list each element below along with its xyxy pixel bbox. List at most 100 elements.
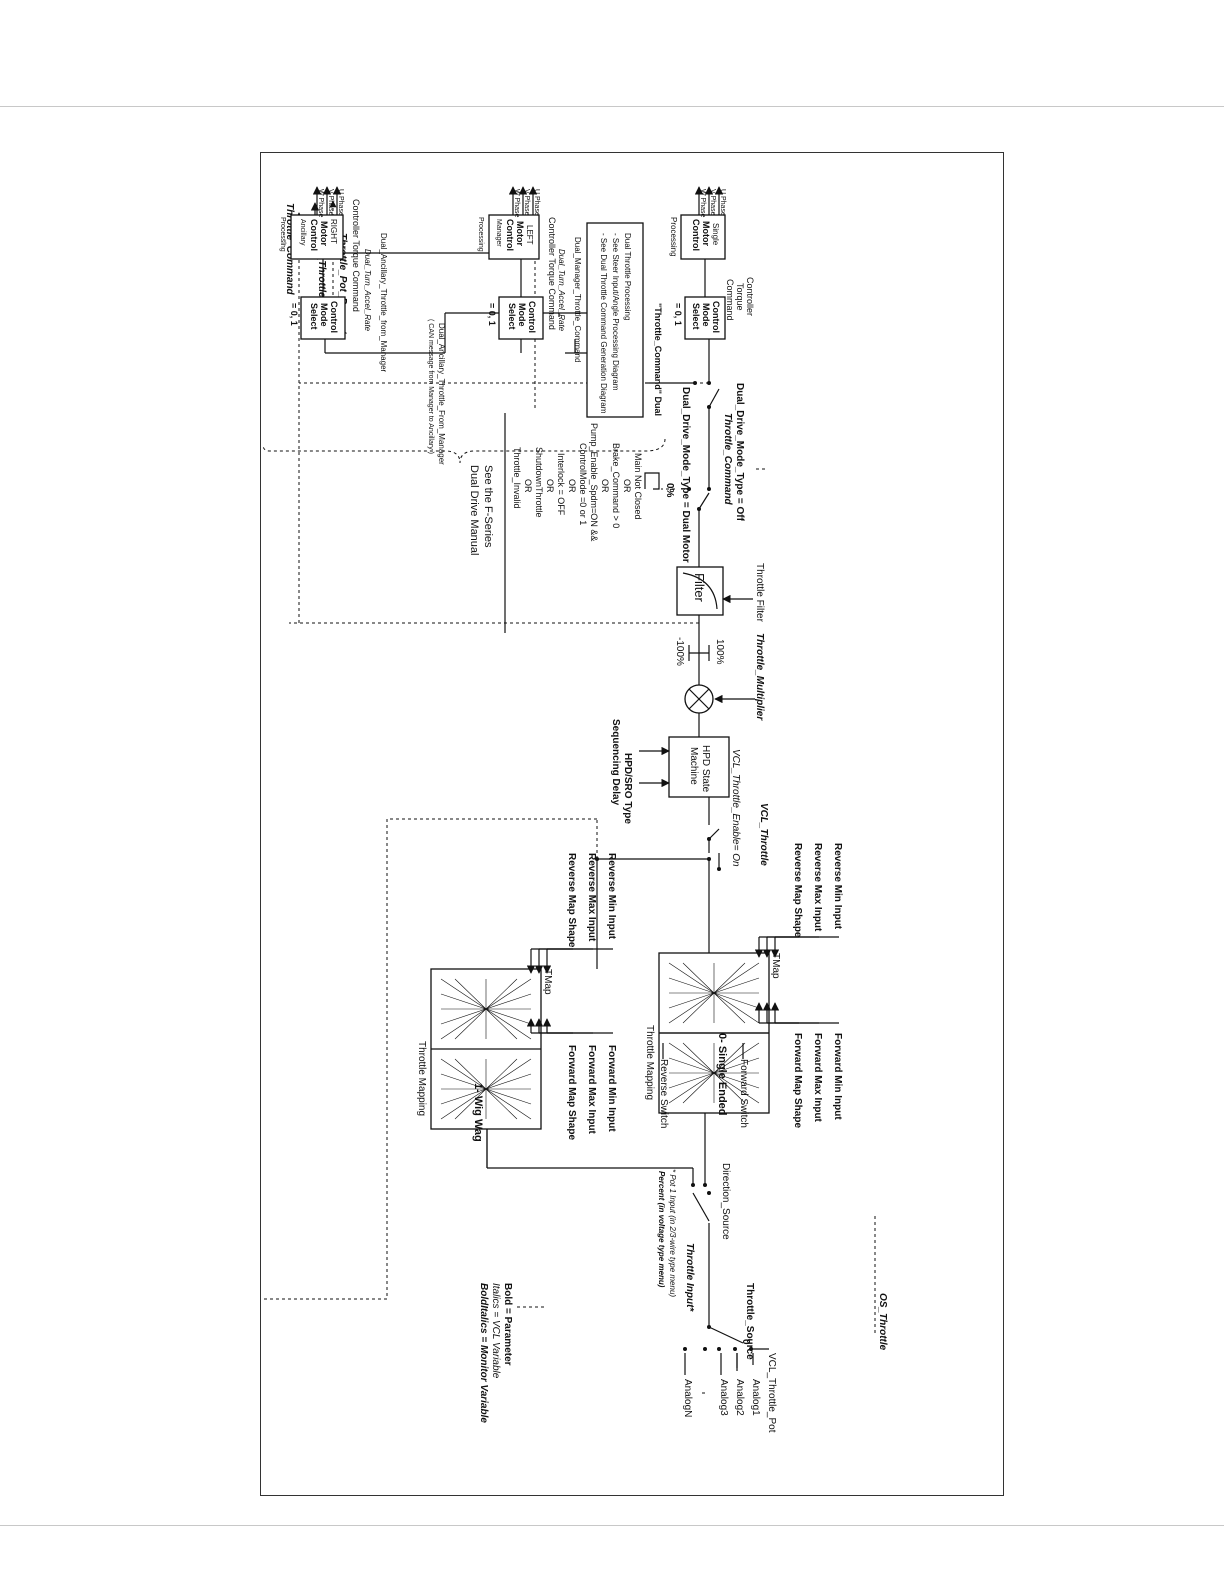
analogn-label: AnalogN bbox=[682, 1379, 693, 1417]
cms3-b: Mode bbox=[319, 303, 329, 327]
throttle-mapping-label-2: Throttle Mapping bbox=[416, 1041, 427, 1116]
fwd-shape-2-label: Forward Map Shape bbox=[566, 1045, 577, 1140]
fseries-brace: See the F-Series Dual Drive Manual bbox=[262, 438, 666, 555]
fwd-max-2-label: Forward Max Input bbox=[586, 1045, 597, 1135]
dual-throttle-box bbox=[586, 222, 644, 418]
rev-shape-1-label: Reverse Map Shape bbox=[792, 843, 803, 938]
cond-invalid: Throttle_Invalid bbox=[512, 447, 522, 509]
filter-label: Filter bbox=[692, 573, 707, 603]
left-e: Processing bbox=[477, 217, 484, 252]
throttle-input-label: Throttle Input* bbox=[684, 1243, 695, 1312]
fwd-min-1-label: Forward Min Input bbox=[832, 1033, 843, 1120]
cond-or4: OR bbox=[545, 479, 555, 493]
throttle-mapping-label-1: Throttle Mapping bbox=[644, 1025, 655, 1100]
cond-ctrl: ControlMode =0 or 1 bbox=[578, 443, 588, 525]
vcl-throttle-enable-label: VCL_Throttle_Enable= On bbox=[730, 749, 741, 867]
smc-c: Control bbox=[691, 219, 701, 251]
reverse-switch-label: Reverse Switch bbox=[658, 1059, 669, 1128]
cms2-a: Control bbox=[527, 301, 537, 333]
left-d: Manager bbox=[495, 219, 502, 247]
dtp-1: Dual Throttle Processing bbox=[623, 233, 632, 320]
dual-turn-accel-1: Dual_Turn_Accel_Rate bbox=[557, 249, 566, 332]
fwd-max-1-label: Forward Max Input bbox=[812, 1033, 823, 1123]
dual-mode-off-label: Dual_Drive_Mode_Type = Off bbox=[734, 383, 745, 522]
os-throttle-out-label: OS_Throttle bbox=[877, 1293, 888, 1351]
rev-shape-2-label: Reverse Map Shape bbox=[566, 853, 577, 948]
cms3-a: Control bbox=[329, 301, 339, 333]
left-motor-path: Dual_Manager_Throttle_Command Dual_Turn_… bbox=[477, 186, 582, 362]
v-phase-3: V Phase bbox=[327, 189, 334, 216]
zero-pct-label: 0% bbox=[664, 483, 675, 498]
fwd-min-2-label: Forward Min Input bbox=[606, 1045, 617, 1132]
hpd-state-machine: HPD State Machine HPD/SRO Type Sequencin… bbox=[610, 713, 730, 825]
dtp-3: - See Dual Throttle Command Generation D… bbox=[599, 233, 608, 414]
ctq2-label: Torque bbox=[735, 283, 745, 311]
can-msg-label: ( CAN message from Manager to Ancillary … bbox=[427, 319, 434, 454]
throttle-mapping-wig-wag: TMap Throttle Mapping 1- Wig Wag Forward… bbox=[416, 853, 617, 1168]
ctq1-label: Controller bbox=[745, 277, 755, 316]
throttle-filter-label: Throttle Filter bbox=[754, 563, 765, 623]
legend-italic: Italics = VCL Variable bbox=[490, 1283, 501, 1379]
dtp-2: - See Steer Input/Angle Processing Diagr… bbox=[611, 233, 620, 391]
cond-pump: Pump_Enable_Spdm=ON && bbox=[589, 423, 599, 541]
w-phase-3: W Phase bbox=[317, 189, 324, 218]
cms1-a: Control bbox=[711, 301, 721, 333]
throttle-command-mid-label: Throttle_Command bbox=[722, 413, 733, 506]
left-b: Motor bbox=[515, 221, 525, 246]
forward-switch-label: Forward Switch bbox=[738, 1059, 749, 1128]
cond-main: Main Not Closed bbox=[633, 453, 643, 520]
cond-or3: OR bbox=[567, 479, 577, 493]
v-phase-1: V Phase bbox=[709, 189, 716, 216]
vcl-throttle-label: VCL_Throttle bbox=[758, 803, 769, 866]
fwd-shape-1-label: Forward Map Shape bbox=[792, 1033, 803, 1128]
vcl-throttle-pot-label: VCL_Throttle_Pot bbox=[766, 1353, 777, 1433]
throttle-command-out-label: Throttle_Command bbox=[284, 203, 295, 296]
legend-bolditalic: BoldItalics = Monitor Variable bbox=[478, 1283, 489, 1423]
direction-source-label: Direction_Source bbox=[720, 1163, 731, 1240]
diagram-canvas: Throttle_Command Mapped_Throttle Throttl… bbox=[0, 186, 888, 1433]
dual-aux-from-mgr2-label: Dual_Ancillary_Throttle_from_Manager bbox=[379, 233, 388, 373]
throttle-filter: Filter Throttle Filter bbox=[289, 253, 765, 624]
footer-rule bbox=[0, 1525, 1224, 1526]
p100-label: 100% bbox=[714, 639, 725, 665]
dual-aux-from-mgr-label: Dual_Ancillary_Throttle_From_Manager bbox=[437, 323, 446, 465]
cms3-c: Select bbox=[309, 303, 319, 330]
monitor-outputs: Throttle_Command Mapped_Throttle Throttl… bbox=[284, 200, 888, 1351]
legend-bold: Bold = Parameter bbox=[502, 1283, 513, 1366]
dual-turn-accel-2: Dual_Turn_Accel_Rate bbox=[363, 249, 372, 332]
cond-shutdown: ShutdownThrottle bbox=[534, 447, 544, 518]
throttle-multiplier: Throttle_Multiplier 100% -100% bbox=[674, 623, 765, 721]
header-rule bbox=[0, 106, 1224, 107]
cond-brake: Brake_Command > 0 bbox=[611, 443, 621, 528]
m100-label: -100% bbox=[674, 637, 685, 666]
throttle-pot-percent-out-label: Throttle_Pot_Percent bbox=[337, 233, 348, 335]
left-c: Control bbox=[505, 219, 515, 251]
rev-min-1-label: Reverse Min Input bbox=[832, 843, 843, 930]
dual-throttle-processing: "Throttle_Command" Dual Dual Throttle Pr… bbox=[445, 222, 663, 418]
throttle-source-label: Throttle_Source bbox=[744, 1283, 755, 1360]
u-phase-1: U Phase bbox=[719, 189, 726, 216]
single-motor-path: Control Mode Select = 0, 1 Controller To… bbox=[669, 186, 755, 340]
wig-wag-label: 1- Wig Wag bbox=[472, 1083, 484, 1142]
cond-or1: OR bbox=[622, 479, 632, 493]
rev-min-2-label: Reverse Min Input bbox=[606, 853, 617, 940]
w-phase-2: W Phase bbox=[513, 189, 520, 218]
u-phase-3: U Phase bbox=[337, 189, 344, 216]
cms2-d: = 0, 1 bbox=[487, 303, 497, 326]
see-fseries-1: See the F-Series bbox=[482, 465, 494, 548]
ctc-left-label: Controller Torque Command bbox=[547, 217, 557, 330]
throttle-mapping-single-ended: TMap Throttle Mapping 0- Single Ended Fo… bbox=[644, 843, 843, 1128]
cms1-c: Select bbox=[691, 303, 701, 330]
throttle-multiplier-label: Throttle_Multiplier bbox=[754, 633, 765, 721]
smc-d: Processing bbox=[669, 217, 678, 257]
right-c: Control bbox=[309, 219, 319, 251]
see-fseries-2: Dual Drive Manual bbox=[468, 465, 480, 555]
hpd-line1: HPD State bbox=[700, 745, 711, 793]
right-motor-path: Dual_Ancillary_Throttle_From_Manager ( C… bbox=[279, 186, 446, 465]
throttle-source-selector: VCL_Throttle_Pot Analog1 Analog2 Analog3… bbox=[657, 1169, 777, 1433]
u-phase-2: U Phase bbox=[533, 189, 540, 216]
v-phase-2: V Phase bbox=[523, 189, 530, 216]
sequencing-delay-label: Sequencing Delay bbox=[610, 719, 621, 806]
left-a: LEFT bbox=[525, 225, 534, 245]
cond-or5: OR bbox=[523, 479, 533, 493]
